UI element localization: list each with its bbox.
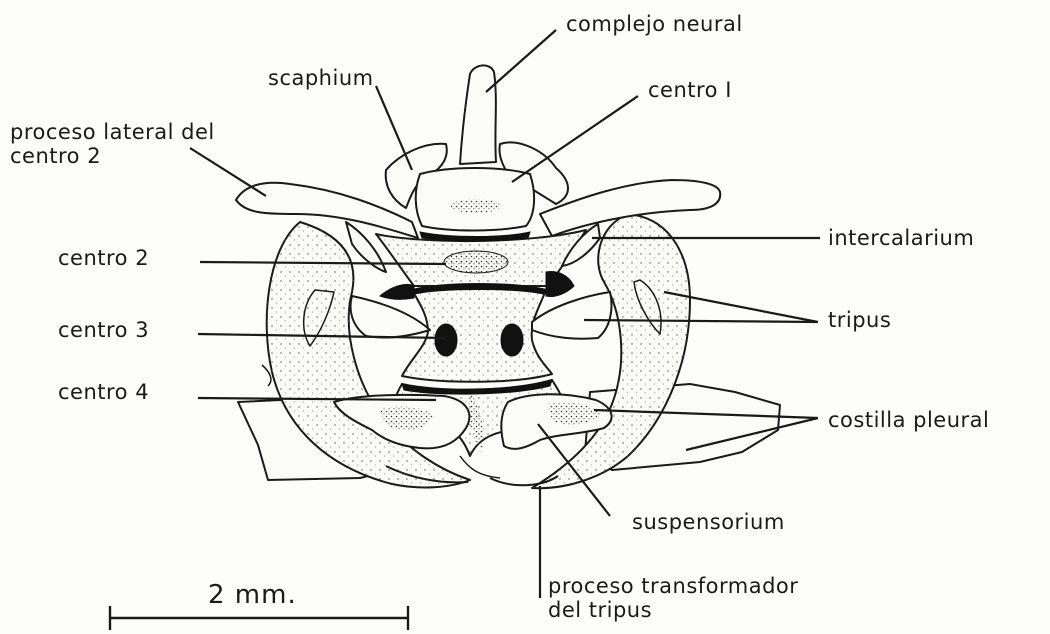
leader-centro-1 (512, 96, 638, 182)
label-complejo-neural: complejo neural (566, 12, 743, 36)
foramen-right (501, 324, 523, 356)
label-proceso-transformador: proceso transformador del tripus (548, 574, 798, 622)
centrum-2-band-top (420, 232, 530, 241)
transformer-process-bottom (460, 456, 500, 478)
label-intercalarium: intercalarium (828, 226, 974, 250)
label-centro-4: centro 4 (58, 380, 149, 404)
label-costilla-pleural: costilla pleural (828, 408, 989, 432)
label-centro-3: centro 3 (58, 318, 149, 342)
tripus-left-arm (262, 365, 271, 386)
label-centro-2: centro 2 (58, 246, 149, 270)
leader-scaphium (376, 86, 412, 170)
label-tripus: tripus (828, 308, 891, 332)
label-centro-1: centro I (648, 78, 732, 102)
label-proceso-lateral-line2: centro 2 (10, 144, 215, 168)
label-proceso-lateral: proceso lateral del centro 2 (10, 120, 215, 168)
label-scaphium: scaphium (268, 66, 374, 90)
label-proceso-transformador-line1: proceso transformador (548, 574, 798, 598)
foramen-left (435, 324, 457, 356)
label-proceso-transformador-line2: del tripus (548, 598, 798, 622)
opening-right-upper (546, 272, 574, 297)
centrum-1-core (451, 199, 501, 213)
label-suspensorium: suspensorium (632, 510, 785, 534)
centrum-2-core (444, 251, 508, 273)
centrum-3-fill (402, 284, 552, 382)
label-proceso-lateral-line1: proceso lateral del (10, 120, 215, 144)
opening-left-upper (380, 284, 414, 299)
neural-complex (460, 65, 496, 164)
centrum-3-wing-right (532, 292, 612, 339)
leader-complejo-neural (486, 30, 556, 92)
scale-bar-label: 2 mm. (208, 580, 297, 610)
